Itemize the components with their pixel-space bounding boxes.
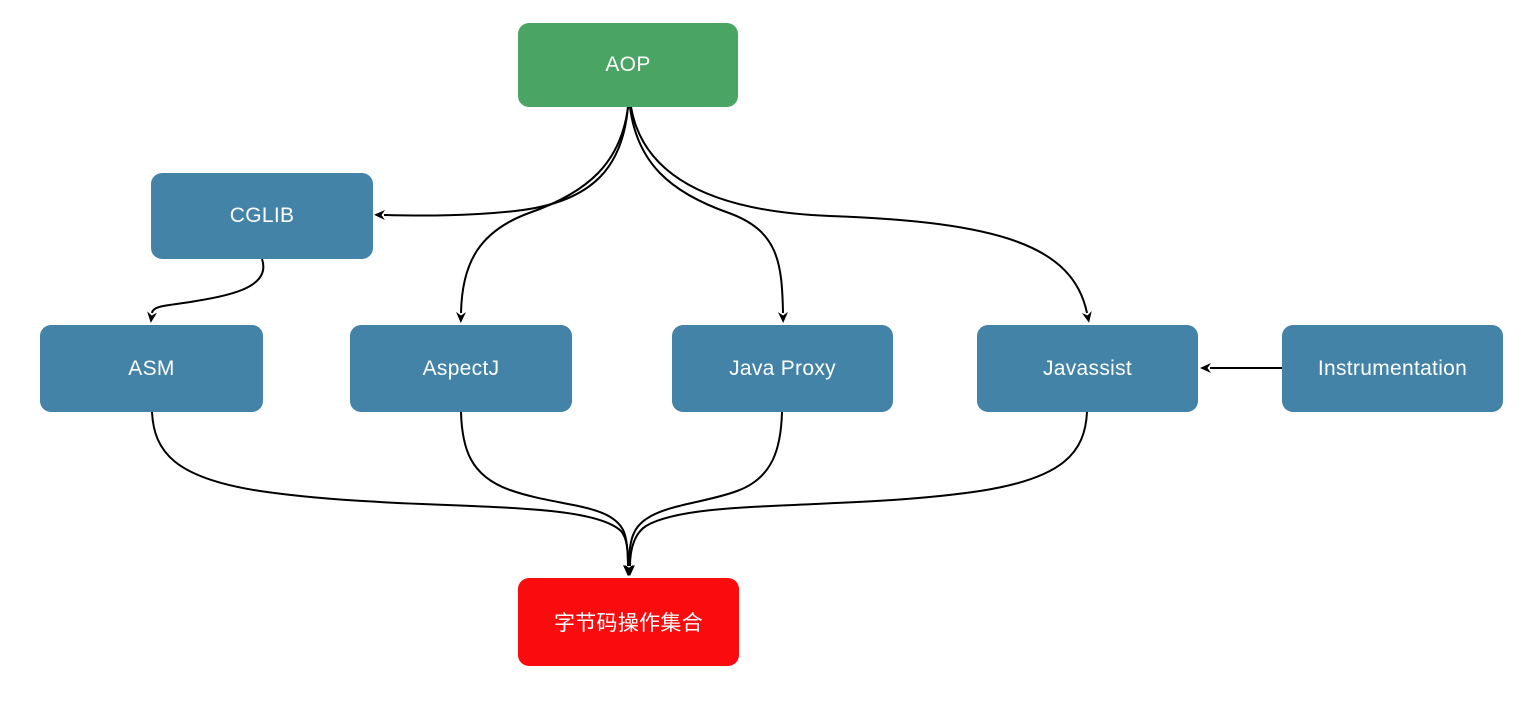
node-aspectj[interactable]: AspectJ: [350, 325, 572, 412]
node-javassist[interactable]: Javassist: [977, 325, 1198, 412]
node-instrumentation[interactable]: Instrumentation: [1282, 325, 1503, 412]
node-bytecode-set-label: 字节码操作集合: [553, 612, 704, 635]
node-bytecode-set[interactable]: 字节码操作集合: [518, 578, 739, 666]
node-aop-label: AOP: [605, 53, 651, 76]
edge-aop-aspectj: [456, 106, 629, 323]
edge-aop-cglib: [374, 106, 629, 221]
node-aspectj-label: AspectJ: [422, 356, 500, 380]
node-java-proxy-label: Java Proxy: [729, 356, 836, 380]
edge-aop-java-proxy: [629, 106, 788, 323]
edge-aop-javassist: [630, 106, 1092, 323]
node-aop[interactable]: AOP: [518, 23, 738, 107]
node-javassist-label: Javassist: [1042, 356, 1133, 380]
node-java-proxy[interactable]: Java Proxy: [672, 325, 893, 412]
node-cglib-label: CGLIB: [229, 204, 295, 227]
node-instrumentation-label: Instrumentation: [1317, 356, 1468, 380]
edge-cglib-asm: [147, 258, 265, 323]
edge-asm-bytecode-set: [151, 411, 633, 576]
edge-aspectj-bytecode-set: [460, 411, 633, 576]
edge-javassist-bytecode-set: [625, 411, 1088, 576]
edge-java-proxy-bytecode-set: [624, 411, 783, 576]
node-asm-label: ASM: [128, 356, 175, 380]
node-asm[interactable]: ASM: [40, 325, 263, 412]
node-cglib[interactable]: CGLIB: [151, 173, 373, 259]
